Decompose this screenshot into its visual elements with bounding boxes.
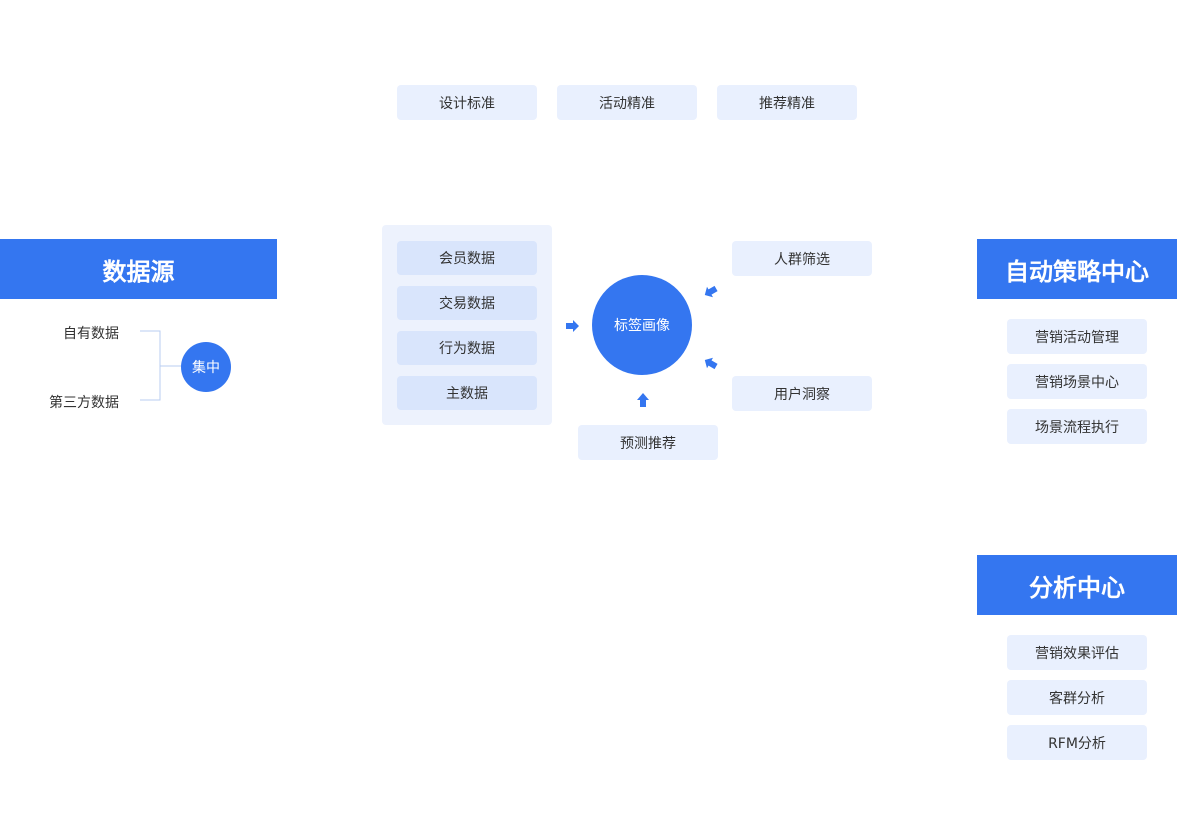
data-source-header: 数据源 [0, 239, 277, 299]
hub-circle: 集中 [181, 342, 231, 392]
strategy-item-scene-center: 营销场景中心 [1007, 364, 1147, 399]
tag-profile-circle: 标签画像 [592, 275, 692, 375]
data-type-behavior: 行为数据 [397, 331, 537, 365]
analysis-item-effect-eval: 营销效果评估 [1007, 635, 1147, 670]
analysis-item-segment: 客群分析 [1007, 680, 1147, 715]
standard-item-activity: 活动精准 [557, 85, 697, 120]
input-user-insight: 用户洞察 [732, 376, 872, 411]
arrow-diagonal-up-left-icon [704, 357, 718, 370]
analysis-item-rfm: RFM分析 [1007, 725, 1147, 760]
tag-profile-label: 标签画像 [614, 318, 670, 334]
analysis-center-header: 分析中心 [977, 555, 1177, 615]
data-type-master: 主数据 [397, 376, 537, 410]
strategy-item-campaign-mgmt: 营销活动管理 [1007, 319, 1147, 354]
data-source-item-own: 自有数据 [63, 326, 119, 342]
arrow-up-icon [637, 393, 649, 407]
input-predict-recommend: 预测推荐 [578, 425, 718, 460]
standard-item-recommend: 推荐精准 [717, 85, 857, 120]
data-type-member: 会员数据 [397, 241, 537, 275]
strategy-center-header: 自动策略中心 [977, 239, 1177, 299]
arrow-right-icon [566, 320, 579, 332]
strategy-item-flow-exec: 场景流程执行 [1007, 409, 1147, 444]
standard-item-design: 设计标准 [397, 85, 537, 120]
arrow-diagonal-down-left-icon [704, 285, 718, 298]
data-source-item-third-party: 第三方数据 [49, 395, 119, 411]
data-type-transaction: 交易数据 [397, 286, 537, 320]
input-crowd-filter: 人群筛选 [732, 241, 872, 276]
hub-label: 集中 [192, 360, 220, 376]
